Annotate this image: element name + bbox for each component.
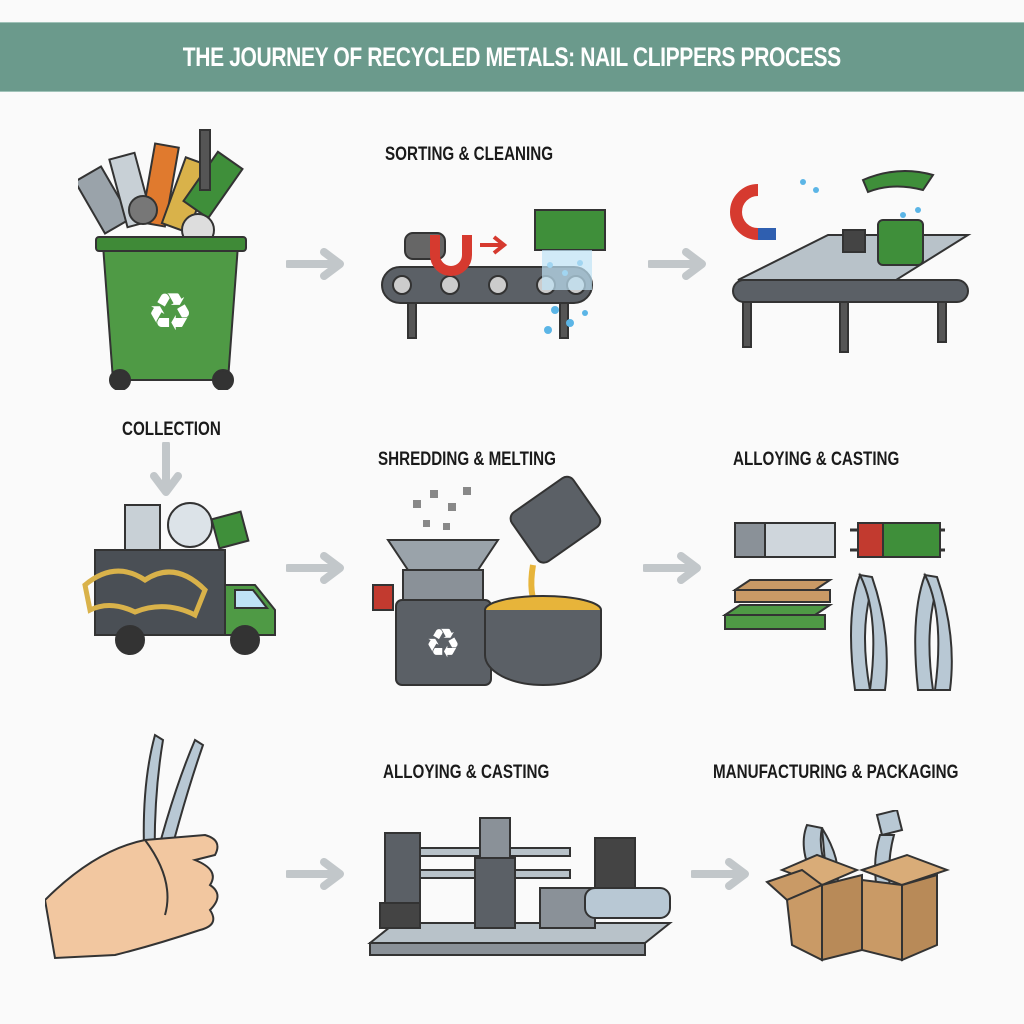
arrow-right-icon [286,248,344,280]
manufacturing-machine-illustration [367,817,673,956]
step-label-shredding-melting: SHREDDING & MELTING [378,449,556,470]
recycling-bin-illustration: ♻ [78,129,247,390]
arrow-right-icon [286,552,344,584]
arrow-right-icon [643,552,701,584]
arrow-right-icon [648,248,706,280]
step-label-sorting-cleaning: SORTING & CLEANING [385,144,554,165]
recycle-icon: ♻ [147,283,194,343]
sorting-conveyor-illustration [381,209,606,339]
arrow-right-icon [286,858,344,890]
sorting-station-illustration [730,170,972,353]
recycle-icon: ♻ [425,621,461,667]
hand-holding-clippers-illustration [45,733,219,960]
page-title: THE JOURNEY OF RECYCLED METALS: NAIL CLI… [182,41,841,72]
step-label-collection: COLLECTION [122,419,221,440]
alloying-casting-illustration [721,522,953,691]
collection-truck-illustration [82,502,276,655]
shredding-melting-illustration: ♻ [372,475,602,686]
step-label-alloying-casting-2: ALLOYING & CASTING [383,762,550,783]
packaged-clippers-illustration [765,810,950,962]
arrow-down-icon [150,442,182,496]
step-label-alloying-casting: ALLOYING & CASTING [733,449,900,470]
step-label-manufacturing-packaging: MANUFACTURING & PACKAGING [713,762,959,783]
arrow-right-icon [691,858,749,890]
title-banner: THE JOURNEY OF RECYCLED METALS: NAIL CLI… [0,22,1024,92]
